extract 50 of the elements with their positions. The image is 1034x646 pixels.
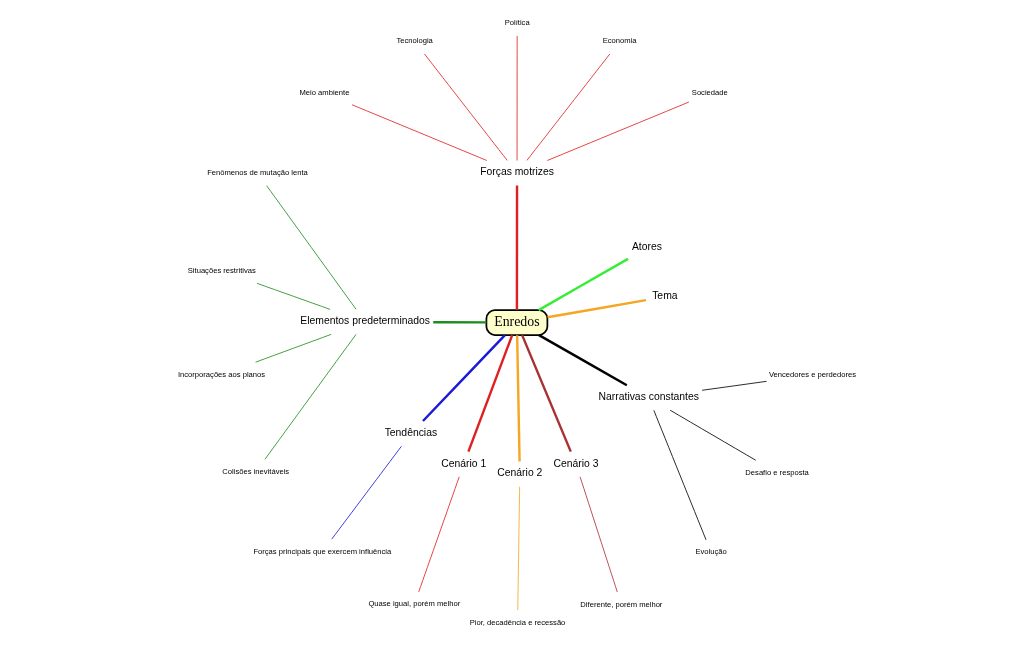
node-text: Pior, decadência e recessão [469, 617, 566, 627]
node-text: Desafio e resposta [745, 467, 809, 477]
connector [351, 104, 488, 161]
node-text: Diferente, porém melhor [580, 599, 663, 609]
node-text: Cenário 2 [497, 467, 543, 479]
connector [521, 334, 572, 453]
node-text: Elementos predeterminados [300, 315, 431, 327]
node-text: Cenário 1 [441, 457, 487, 469]
connector [669, 409, 757, 461]
node-text: Vencedores e perdedores [768, 369, 857, 379]
connector [517, 486, 521, 611]
connector [515, 335, 521, 462]
node-text: Tendências [384, 427, 438, 439]
node-text: Sociedade [691, 88, 728, 98]
node-text: Meio ambiente [299, 88, 350, 98]
node-text: Atores [631, 241, 662, 253]
connector [538, 257, 629, 312]
connector [256, 282, 331, 310]
connector [418, 476, 460, 593]
connector [264, 333, 357, 460]
node-text: Fenômenos de mutação lenta [207, 167, 308, 177]
connector [701, 380, 767, 391]
node-text: Cenário 3 [553, 457, 599, 469]
connector [579, 476, 618, 593]
connector [546, 101, 690, 161]
node-text: Incorporações aos planos [177, 369, 266, 379]
node-text: Quase igual, porém melhor [368, 599, 461, 609]
node-text: Economia [602, 36, 637, 46]
node-text: Colisões inevitáveis [222, 466, 290, 476]
node-text: Forças principais que exercem influência [253, 546, 392, 556]
connector [255, 333, 332, 363]
connector [331, 445, 402, 540]
node-text: Tema [652, 290, 678, 302]
connector [422, 334, 506, 422]
connector [424, 53, 508, 161]
node-text: Tecnologia [396, 36, 433, 46]
connector [526, 53, 611, 161]
connector [515, 185, 519, 311]
node-text: Evolução [695, 547, 727, 557]
node-text: Forças motrizes [480, 166, 554, 178]
connector [538, 334, 628, 387]
node-text: Política [504, 18, 530, 28]
node-box: Enredos [485, 309, 549, 336]
connector [547, 298, 647, 319]
connector [467, 334, 514, 453]
connector [266, 185, 357, 310]
connector [433, 320, 487, 324]
node-text: Narrativas constantes [598, 391, 699, 403]
node-text: Situações restritivas [187, 265, 256, 275]
connector [653, 409, 707, 541]
